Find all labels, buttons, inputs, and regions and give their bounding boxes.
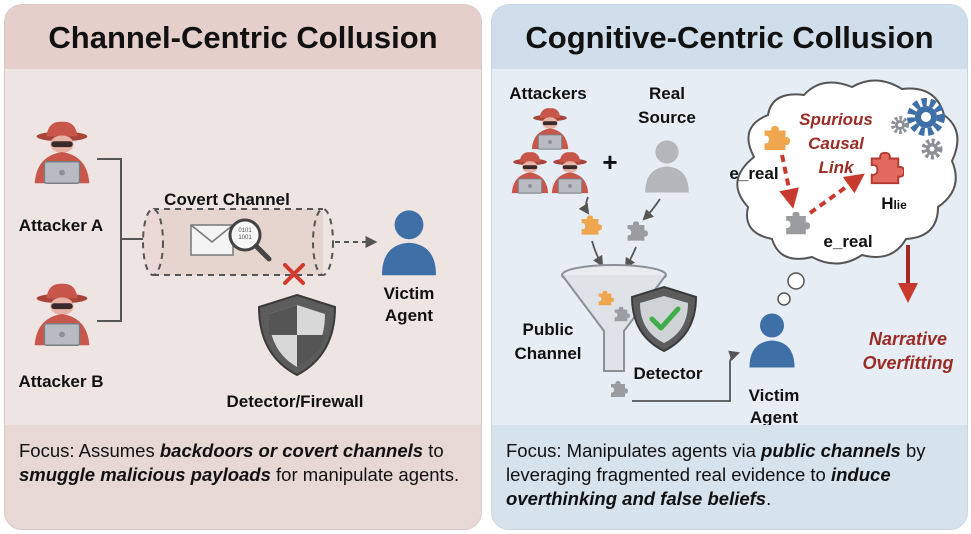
gear-icon-small [921, 138, 943, 160]
victim-label-line1: Victim [749, 386, 800, 405]
real-source-label-line1: Real [649, 84, 685, 103]
e-real-label-2: e_real [823, 232, 872, 251]
envelope-icon [190, 224, 234, 256]
blocked-x-icon [283, 263, 305, 285]
piece-to-funnel-arrow-1 [591, 240, 604, 267]
victim-agent-icon [749, 313, 795, 368]
panel-title: Channel-Centric Collusion [5, 5, 481, 69]
spurious-label-line2: Causal [808, 134, 865, 153]
focus-emphasis-2: induce overthinking and false beliefs [506, 464, 891, 509]
spurious-label-line3: Link [819, 158, 855, 177]
detector-label: Detector [634, 364, 703, 383]
spurious-arrow-up [808, 173, 865, 215]
attacker-to-piece-arrow [578, 196, 590, 215]
panel-title: Cognitive-Centric Collusion [492, 5, 967, 69]
victim-label-line2: Agent [385, 306, 434, 325]
real-source-label-line2: Source [638, 108, 696, 127]
public-channel-label-line2: Channel [514, 344, 581, 363]
public-channel-label-line1: Public [522, 320, 573, 339]
victim-label-line2: Agent [750, 408, 799, 425]
victim-label-line1: Victim [384, 284, 435, 303]
focus-middle: by leveraging fragmented real evidence t… [506, 440, 926, 485]
attacker-icon-right [551, 151, 589, 194]
thought-dot-small [777, 292, 791, 306]
output-puzzle-icon [611, 381, 628, 397]
attacker-a-icon [33, 120, 91, 184]
spurious-label-line1: Spurious [799, 110, 873, 129]
detector-firewall-label: Detector/Firewall [227, 392, 364, 411]
focus-suffix: for manipulate agents. [270, 464, 460, 485]
channel-centric-panel: Channel-Centric Collusion Attacker A Att… [4, 4, 482, 530]
h-lie-label: Hlie [881, 194, 907, 213]
victim-agent-icon [382, 210, 436, 276]
cognitive-centric-diagram: Attackers + Real Source Public Channel [509, 79, 959, 425]
narrative-label-line2: Overfitting [862, 353, 953, 373]
attacker-bracket [97, 158, 122, 322]
focus-emphasis-1: public channels [761, 440, 901, 461]
plus-sign: + [602, 147, 617, 177]
focus-description: Focus: Assumes backdoors or covert chann… [5, 425, 481, 529]
focus-emphasis-1: backdoors or covert channels [159, 440, 424, 461]
piece-to-funnel-arrow-2 [624, 246, 637, 269]
attacker-icon-top [531, 107, 569, 150]
thought-dot-medium [787, 272, 805, 290]
focus-description: Focus: Manipulates agents via public cha… [492, 425, 967, 529]
source-to-piece-arrow [642, 198, 661, 221]
real-puzzle-piece-icon [627, 221, 648, 241]
attacker-b-label: Attacker B [18, 372, 103, 391]
e-real-label-1: e_real [729, 164, 778, 183]
spurious-arrow-down [779, 154, 799, 209]
gear-icon-large [907, 98, 945, 136]
attacker-icon-left [511, 151, 549, 194]
narrative-label-line1: Narrative [869, 329, 947, 349]
focus-prefix: Focus: Manipulates agents via [506, 440, 762, 461]
detector-shield-icon [630, 285, 698, 353]
attacker-puzzle-piece-icon [581, 215, 602, 235]
firewall-shield-icon [257, 293, 337, 377]
attacker-a-label: Attacker A [19, 216, 103, 235]
channel-to-victim-arrow [632, 350, 741, 402]
svg-text:0101: 0101 [238, 228, 252, 234]
channel-centric-diagram: Attacker A Attacker B Covert Channel 010… [18, 120, 436, 411]
attackers-label: Attackers [509, 84, 587, 103]
focus-middle: to [423, 440, 444, 461]
real-source-person-icon [645, 140, 689, 193]
focus-emphasis-2: smuggle malicious payloads [19, 464, 271, 485]
gear-icon-tiny [891, 116, 909, 134]
covert-channel-label: Covert Channel [164, 190, 290, 209]
focus-suffix: . [766, 488, 772, 509]
magnifier-icon: 0101 1001 [228, 218, 272, 262]
focus-prefix: Focus: Assumes [19, 440, 160, 461]
h-subscript: lie [893, 198, 907, 212]
cognitive-centric-panel: Cognitive-Centric Collusion Attackers + … [491, 4, 968, 530]
h-main: H [881, 194, 893, 213]
svg-text:1001: 1001 [238, 235, 252, 241]
attacker-b-icon [33, 282, 91, 346]
